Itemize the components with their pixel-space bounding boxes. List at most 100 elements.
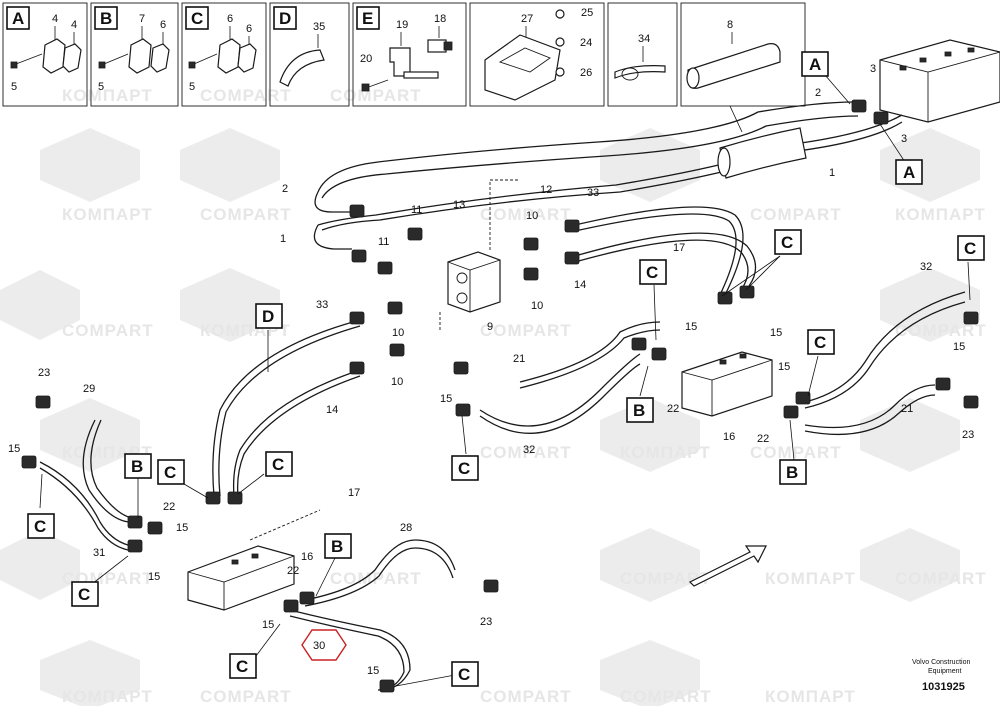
part-number: 3 <box>870 63 876 75</box>
callout-c-center-right[interactable]: C <box>774 229 802 255</box>
manufacturer-line: Equipment <box>928 668 962 675</box>
part-number: 11 <box>411 204 422 216</box>
watermark-text: COMPART <box>62 321 154 340</box>
part-number: 2 <box>815 87 821 99</box>
callout-d[interactable]: D <box>255 303 283 329</box>
svg-text:26: 26 <box>580 67 592 79</box>
svg-text:D: D <box>262 307 274 326</box>
drawing-footer: Volvo Construction Equipment 1031925 <box>912 659 970 693</box>
part-number: 17 <box>348 487 360 499</box>
callout-b-lower[interactable]: B <box>324 533 352 559</box>
part-number: 22 <box>163 501 175 513</box>
valve-block-lower <box>187 509 321 611</box>
callout-c-bottom-left[interactable]: C <box>71 581 99 607</box>
svg-text:C: C <box>814 333 826 352</box>
svg-text:C: C <box>781 233 793 252</box>
callout-a-top[interactable]: A <box>801 51 829 77</box>
callout-c-lower-mid[interactable]: C <box>451 455 479 481</box>
svg-text:35: 35 <box>313 21 325 33</box>
watermark-text: COMPART <box>750 205 842 224</box>
detail-box-a: A 4 4 5 <box>2 2 88 107</box>
svg-text:C: C <box>964 239 976 258</box>
watermark-text: COMPART <box>330 86 422 105</box>
valve-block-right <box>681 351 773 417</box>
watermark-text: COMPART <box>480 443 572 462</box>
watermark-text: COMPART <box>620 687 712 706</box>
part-number: 21 <box>901 403 913 415</box>
svg-text:B: B <box>131 457 143 476</box>
callout-b-right[interactable]: B <box>779 459 807 485</box>
watermark-text: КОМПАРТ <box>62 687 153 706</box>
watermark-text: COMPART <box>895 569 987 588</box>
part-number: 22 <box>287 565 299 577</box>
part-number: 23 <box>480 616 492 628</box>
svg-text:C: C <box>164 463 176 482</box>
watermark-text: КОМПАРТ <box>62 205 153 224</box>
detail-box-c: C 6 6 5 <box>181 2 267 107</box>
svg-text:B: B <box>100 9 112 28</box>
part-number-labels: 3 2 3 1 2 12 1 11 13 10 33 11 10 14 9 33… <box>8 63 974 677</box>
part-number: 16 <box>723 431 735 443</box>
part-number: 13 <box>453 199 465 211</box>
watermark-text: COMPART <box>480 205 572 224</box>
watermark-layer: КОМПАРТ COMPART COMPART КОМПАРТ COMPART … <box>0 86 987 706</box>
hexagon-part-30[interactable] <box>301 629 347 661</box>
svg-text:C: C <box>191 9 203 28</box>
part-number: 15 <box>148 571 160 583</box>
svg-text:C: C <box>458 665 470 684</box>
detail-box-d: D 35 <box>269 2 350 107</box>
callout-c-bottom[interactable]: C <box>229 653 257 679</box>
callout-a-right[interactable]: A <box>895 159 923 185</box>
callout-c-right-valve[interactable]: C <box>807 329 835 355</box>
part-number: 10 <box>531 300 543 312</box>
part-number: 15 <box>770 327 782 339</box>
svg-text:D: D <box>279 9 291 28</box>
detail-box-b: B 7 6 5 <box>90 2 179 107</box>
svg-text:7: 7 <box>139 13 145 25</box>
part-number: 17 <box>673 242 685 254</box>
junction-block <box>439 179 520 330</box>
callout-c-far-right[interactable]: C <box>957 235 985 261</box>
watermark-text: COMPART <box>480 687 572 706</box>
callout-b-left[interactable]: B <box>124 453 152 479</box>
callout-b-mid[interactable]: B <box>626 397 654 423</box>
part-number: 15 <box>367 665 379 677</box>
detail-box-clip: 27 25 24 26 <box>469 2 605 107</box>
callout-c-bottom-right[interactable]: C <box>451 661 479 687</box>
svg-text:6: 6 <box>160 19 166 31</box>
svg-text:4: 4 <box>52 13 58 25</box>
svg-text:E: E <box>362 9 373 28</box>
svg-text:18: 18 <box>434 13 446 25</box>
watermark-text: COMPART <box>620 569 712 588</box>
watermark-text: КОМПАРТ <box>765 569 856 588</box>
watermark-text: COMPART <box>200 205 292 224</box>
part-number: 31 <box>93 547 105 559</box>
svg-text:8: 8 <box>727 19 733 31</box>
svg-text:5: 5 <box>11 81 17 93</box>
part-number: 29 <box>83 383 95 395</box>
callout-leaders <box>39 74 971 687</box>
callout-c-far-left[interactable]: C <box>27 513 55 539</box>
watermark-text: КОМПАРТ <box>895 205 986 224</box>
svg-text:B: B <box>331 537 343 556</box>
watermark-text: COMPART <box>895 321 987 340</box>
part-number: 28 <box>400 522 412 534</box>
detail-box-sleeve: 8 <box>680 2 806 133</box>
detail-box-cable-tie: 34 <box>607 2 678 107</box>
callout-c-lower-left-1[interactable]: C <box>157 459 185 485</box>
part-number: 14 <box>326 404 338 416</box>
part-number: 15 <box>953 341 965 353</box>
part-number: 21 <box>513 353 525 365</box>
callout-c-lower-left-2[interactable]: C <box>265 451 293 477</box>
svg-text:C: C <box>78 585 90 604</box>
part-number: 14 <box>574 279 586 291</box>
svg-text:C: C <box>646 263 658 282</box>
part-number: 22 <box>667 403 679 415</box>
drawing-number: 1031925 <box>922 681 965 693</box>
svg-text:19: 19 <box>396 19 408 31</box>
part-number: 15 <box>440 393 452 405</box>
callout-c-mid[interactable]: C <box>639 259 667 285</box>
svg-text:4: 4 <box>71 19 77 31</box>
